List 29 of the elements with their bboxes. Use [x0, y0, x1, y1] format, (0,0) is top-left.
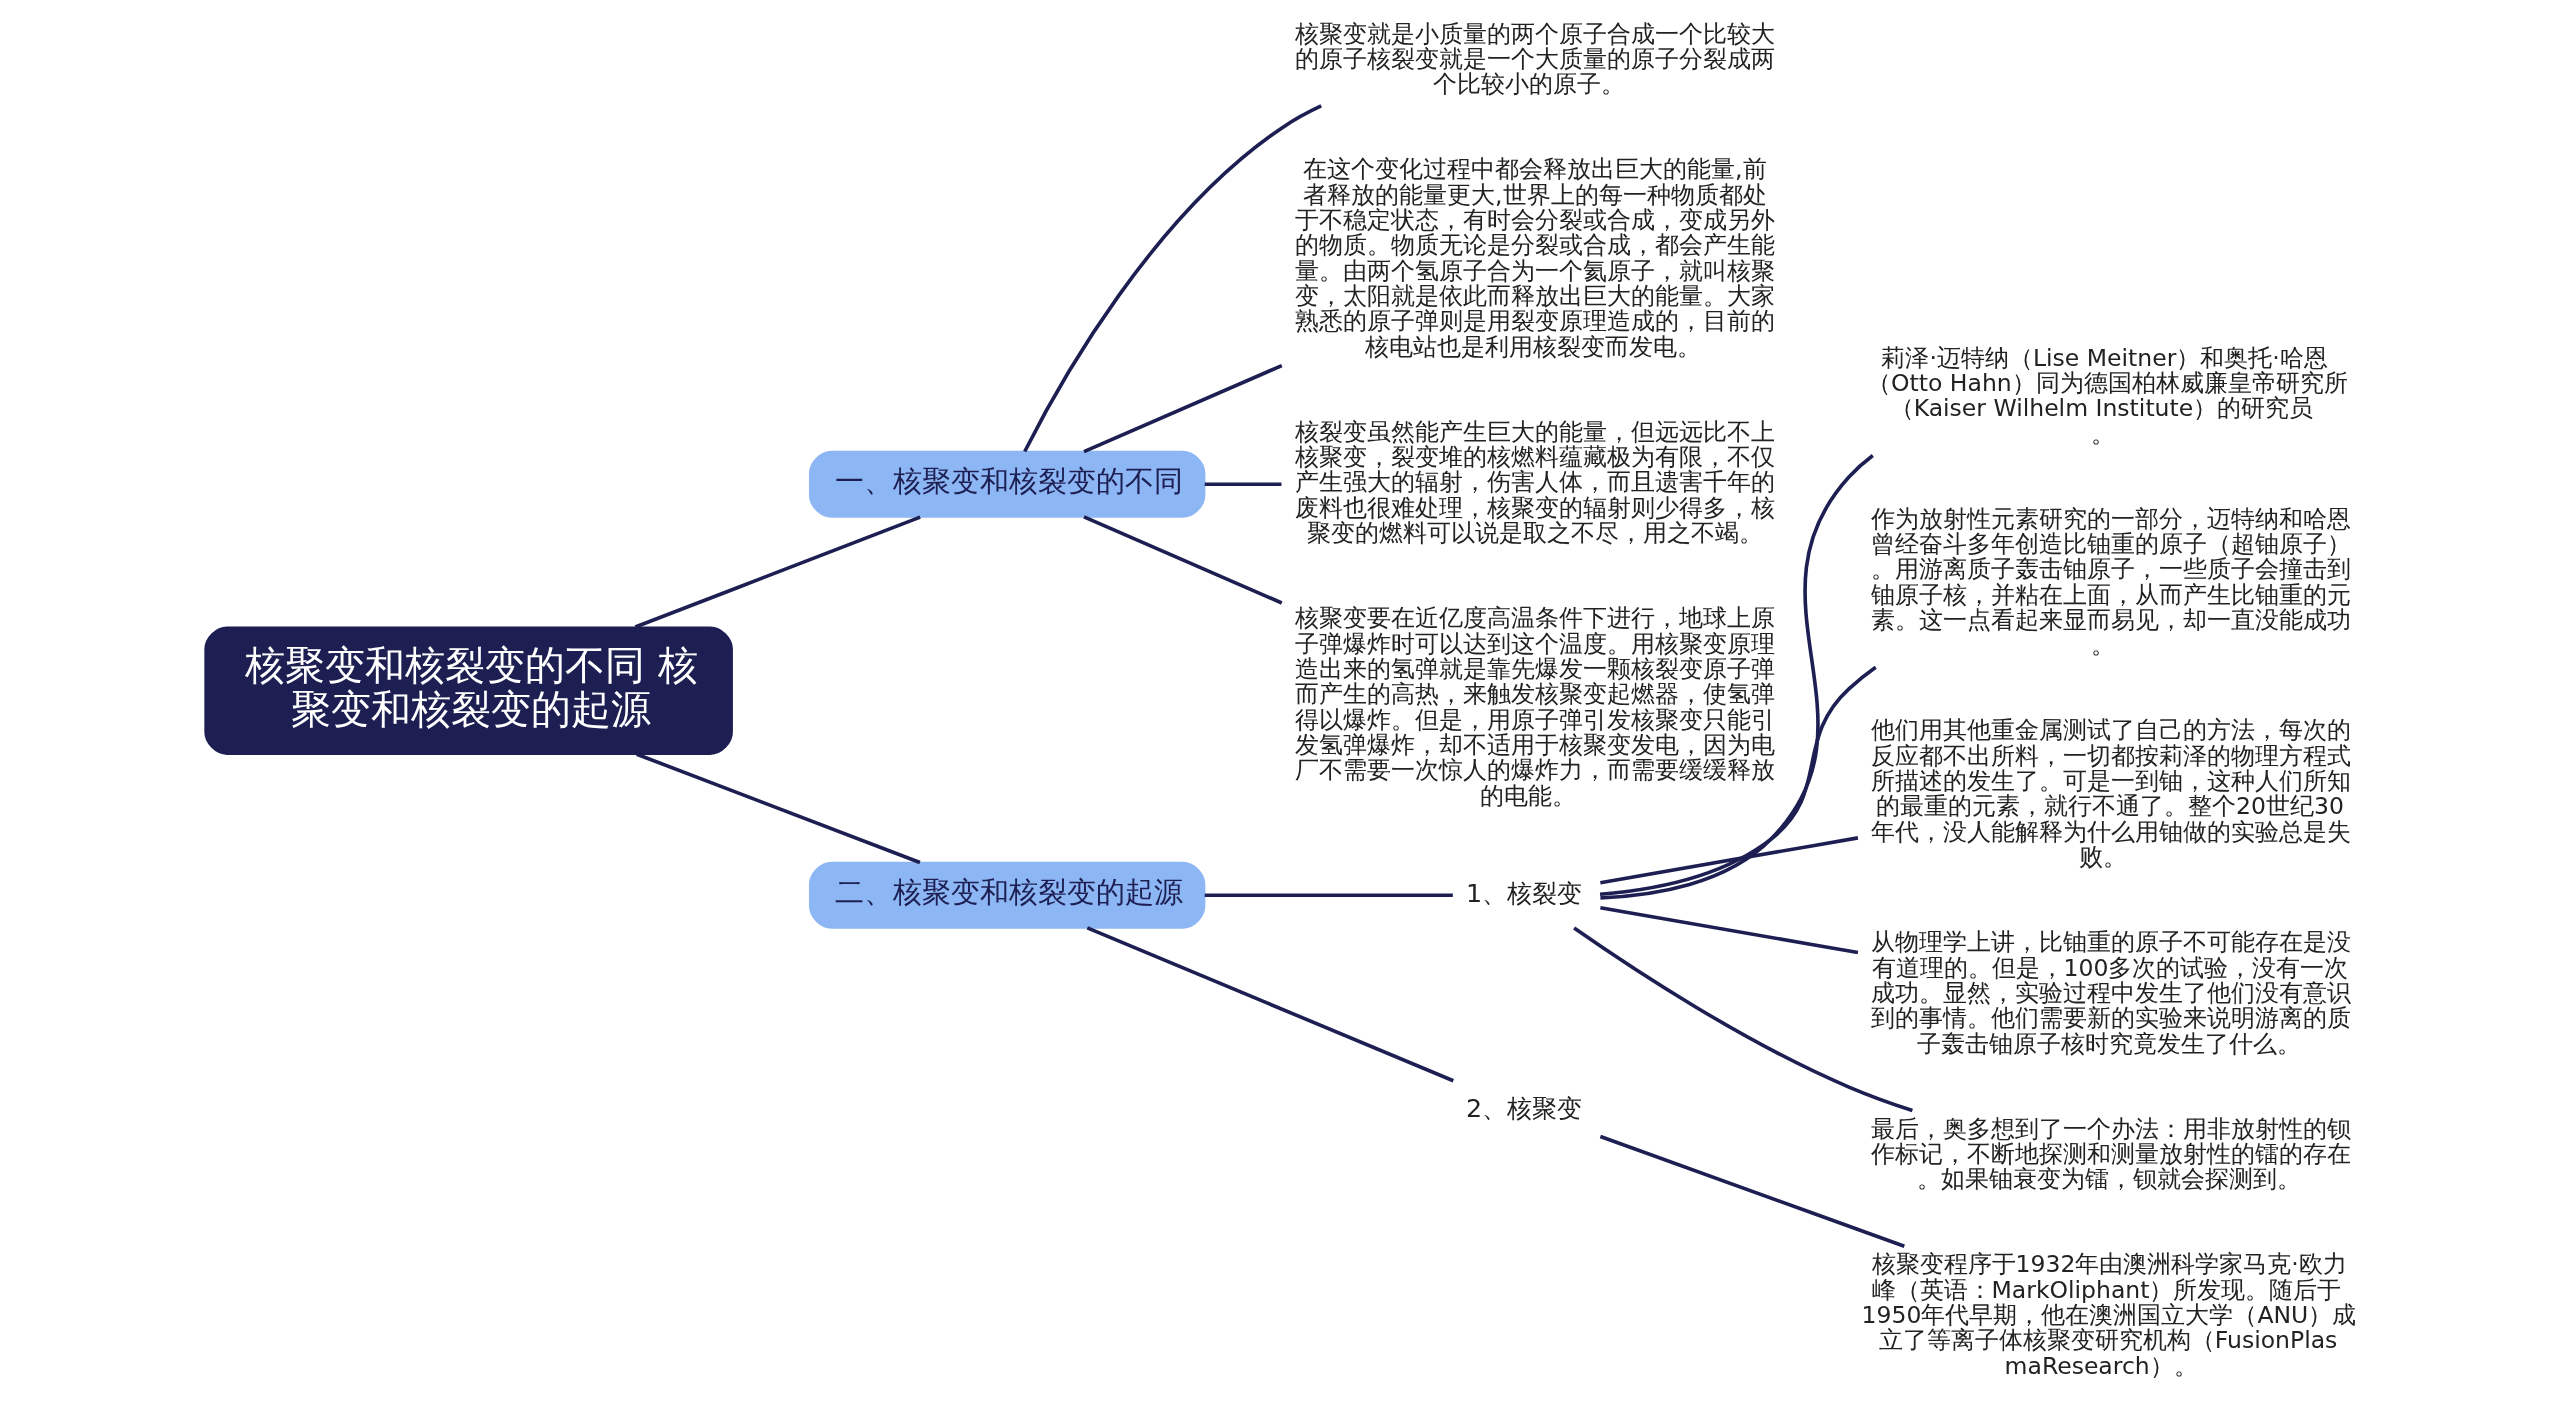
- connector: [635, 752, 921, 865]
- connector: [1022, 104, 1322, 453]
- node-box: 核聚变和核裂变的不同 核聚变和核裂变的起源: [203, 626, 733, 755]
- node-box: 一、核聚变和核裂变的不同: [808, 450, 1205, 518]
- node-text: 在这个变化过程中都会释放出巨大的能量,前者释放的能量更大,世界上的每一种物质都处于不稳定状态，有时会分裂或合成，变成另外的物质。物质无论是分裂或合成，都会产生能量。由两个氢原子合为一个氦原子，就叫核聚变，太阳就是依此而释放出巨大的能量。大家熟悉的原子弹则是用裂变原理造成的，目前的核电站也是利用核裂变而发电。: [1294, 155, 1775, 361]
- connector: [1599, 665, 1877, 896]
- connector: [1086, 926, 1454, 1083]
- node-text: 作为放射性元素研究的一部分，迈特纳和哈恩曾经奋斗多年创造比铀重的原子（超铀原子）。用游离质子轰击铀原子，一些质子会撞击到铀原子核，并粘在上面，从而产生比铀重的元素。这一点看起来显而易见，却一直没能成功。: [1870, 504, 2351, 660]
- node-text: 核聚变程序于1932年由澳洲科学家马克·欧力峰（英语：MarkOliphant）所发现。随后于1950年代早期，他在澳洲国立大学（ANU）成立了等离子体核聚变研究机构（FusionPlasmaResearch）。: [1861, 1250, 2356, 1380]
- connector: [1082, 363, 1282, 454]
- node-text: 核聚变要在近亿度高温条件下进行，地球上原子弹爆炸时可以达到这个温度。用核聚变原理造出来的氢弹就是靠先爆发一颗核裂变原子弹而产生的高热，来触发核聚变起燃器，使氢弹得以爆炸。但是，用原子弹引发核聚变只能引发氢弹爆炸，却不适用于核聚变发电，因为电厂不需要一次惊人的爆炸力，而需要缓缓释放的电能。: [1294, 604, 1775, 810]
- connector: [1572, 926, 1913, 1113]
- node-text: 2、核聚变: [1465, 1093, 1582, 1124]
- node-text: 从物理学上讲，比铀重的原子不可能存在是没有道理的。但是，100多次的试验，没有一次成功。显然，实验过程中发生了他们没有意识到的事情。他们需要新的实验来说明游离的质子轰击铀原子核时究竟发生了什么。: [1870, 928, 2351, 1058]
- connector: [1599, 905, 1858, 955]
- node-text: 他们用其他重金属测试了自己的方法，每次的反应都不出所料，一切都按莉泽的物理方程式所描述的发生了。可是一到铀，这种人们所知的最重的元素，就行不通了。整个20世纪30年代，没人能解释为什么用铀做的实验总是失败。: [1870, 716, 2351, 872]
- node-text: 核裂变虽然能产生巨大的能量，但远远比不上核聚变，裂变堆的核燃料蕴藏极为有限，不仅产生强大的辐射，伤害人体，而且遗害千年的废料也很难处理，核聚变的辐射则少得多，核聚变的燃料可以说是取之不尽，用之不竭。: [1294, 417, 1775, 548]
- connector: [1204, 482, 1281, 487]
- connector: [1082, 515, 1282, 605]
- node-text: 最后，奥多想到了一个办法：用非放射性的钡作标记，不断地探测和测量放射性的镭的存在。如果铀衰变为镭，钡就会探测到。: [1870, 1114, 2351, 1194]
- node-text: 核聚变就是小质量的两个原子合成一个比较大的原子核裂变就是一个大质量的原子分裂成两个比较小的原子。: [1294, 19, 1775, 99]
- connector: [1599, 836, 1858, 885]
- connector: [1599, 1134, 1905, 1248]
- node-text: 1、核裂变: [1465, 877, 1582, 908]
- node-text: 莉泽·迈特纳（Lise Meitner）和奥托·哈恩（Otto Hahn）同为德国柏林威廉皇帝研究所（Kaiser Wilhelm Institute）的研究员。: [1866, 343, 2348, 448]
- connector: [1599, 454, 1874, 900]
- connector: [634, 515, 921, 629]
- node-box: 二、核聚变和核裂变的起源: [808, 861, 1205, 929]
- connector: [1204, 893, 1453, 897]
